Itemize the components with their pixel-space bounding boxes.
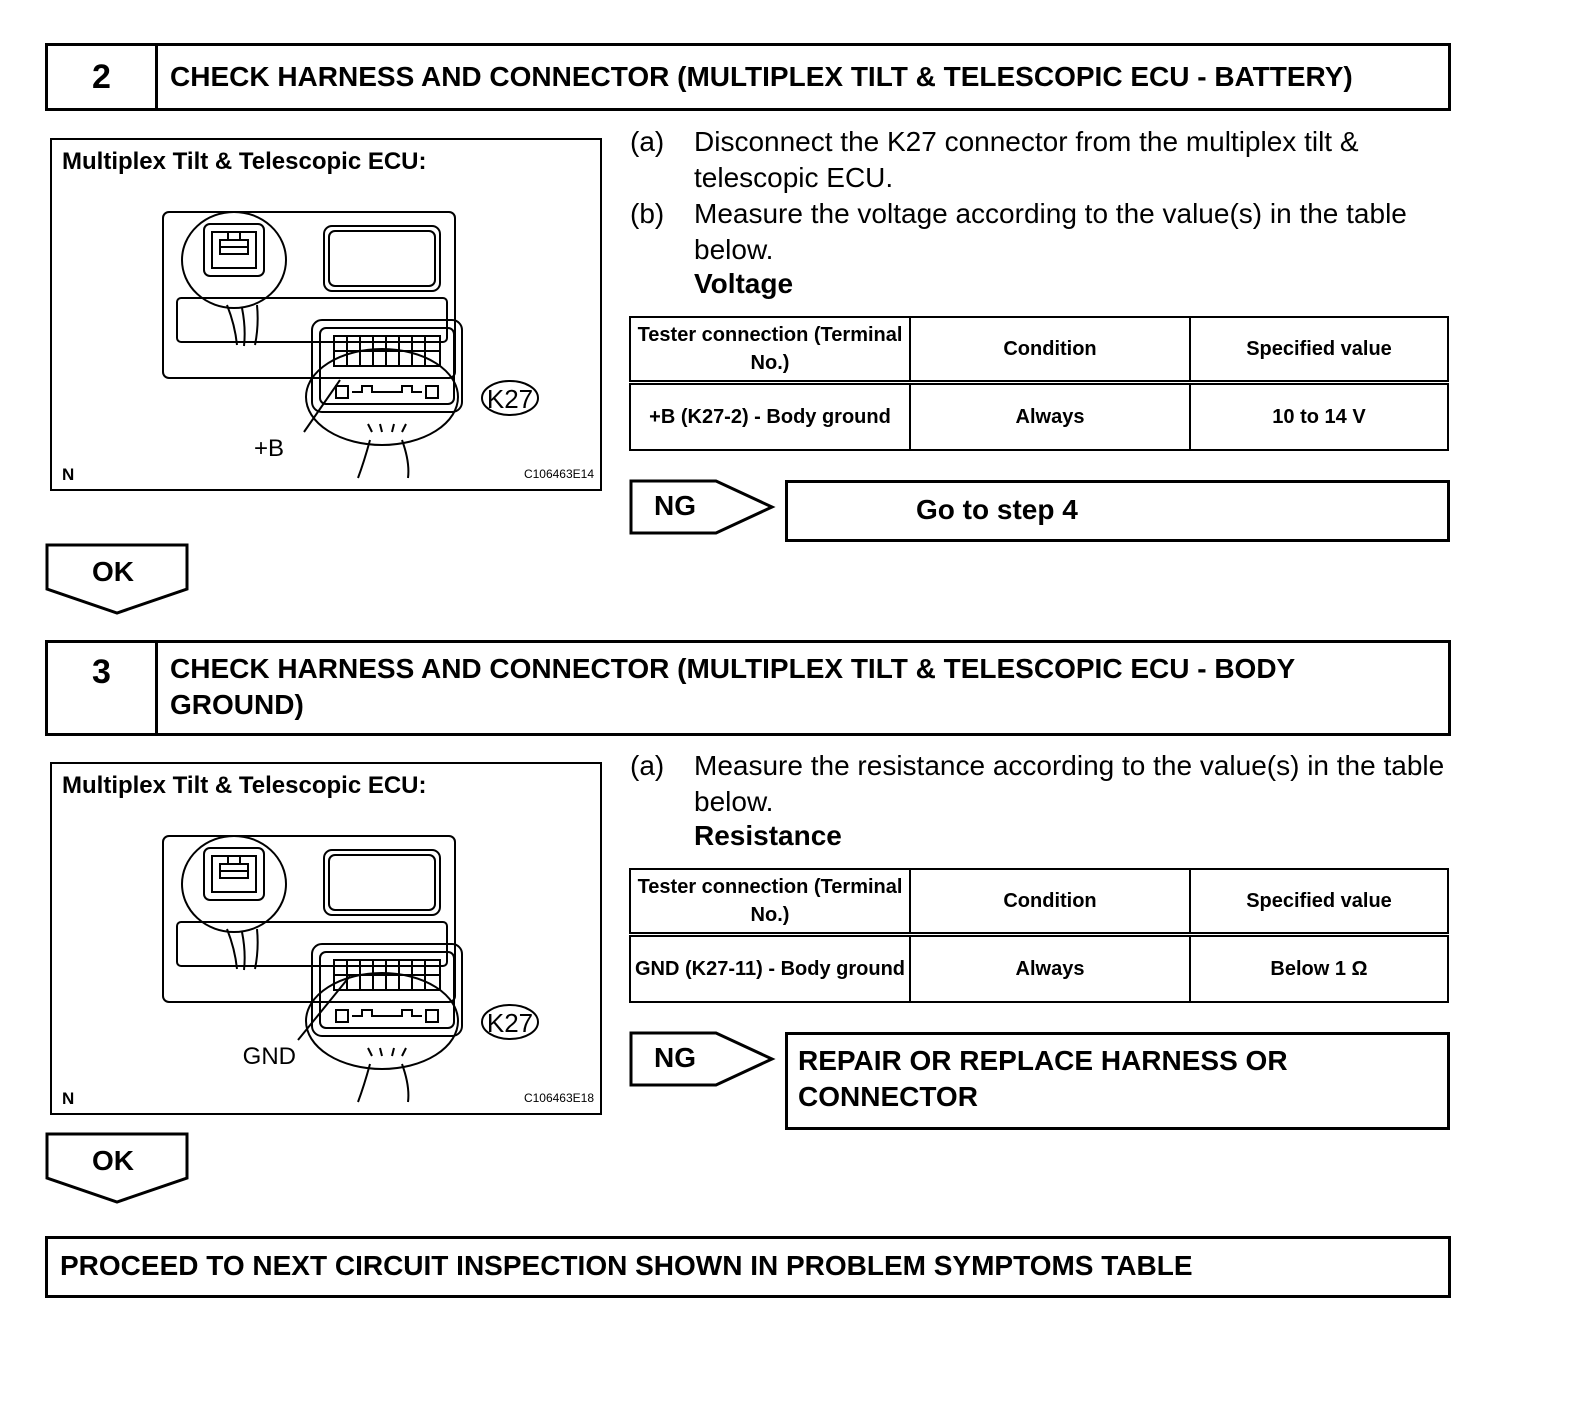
connector-label: K27 — [487, 384, 533, 414]
table-heading: Resistance — [694, 820, 842, 851]
ok-arrow — [45, 1132, 189, 1204]
instruction-text: Disconnect the K27 connector from the mu… — [694, 126, 1359, 193]
instruction: (a) Measure the resistance according to … — [630, 748, 1460, 820]
instruction: (b) Measure the voltage according to the… — [630, 196, 1460, 268]
table-cell: Below 1 Ω — [1189, 933, 1449, 1003]
instruction: (a) Disconnect the K27 connector from th… — [630, 124, 1460, 196]
step-number: 3 — [48, 643, 158, 733]
figure-code: C106463E14 — [523, 467, 594, 481]
column-header: Condition — [909, 316, 1191, 385]
figure-code: C106463E18 — [523, 1091, 594, 1105]
table-cell: Always — [909, 933, 1191, 1003]
ng-result: Go to step 4 — [785, 480, 1450, 542]
step-3-header: 3 CHECK HARNESS AND CONNECTOR (MULTIPLEX… — [45, 640, 1451, 736]
step-2-header: 2 CHECK HARNESS AND CONNECTOR (MULTIPLEX… — [45, 43, 1451, 111]
instruction-label: (a) — [630, 126, 665, 157]
ok-label: OK — [92, 1145, 134, 1176]
terminal-label: GND — [243, 1043, 296, 1070]
ng-arrow — [629, 1031, 776, 1087]
view-indicator: N — [62, 465, 75, 484]
table-cell: GND (K27-11) - Body ground — [629, 933, 911, 1003]
instruction-label: (a) — [630, 750, 665, 781]
ng-result: REPAIR OR REPLACE HARNESS OR CONNECTOR — [785, 1032, 1450, 1130]
column-header: Condition — [909, 868, 1191, 937]
ng-arrow — [629, 479, 776, 535]
step-title: CHECK HARNESS AND CONNECTOR (MULTIPLEX T… — [170, 61, 1353, 92]
column-header: Tester connection (Terminal No.) — [629, 316, 911, 385]
instruction-text: Measure the resistance according to the … — [694, 750, 1445, 817]
voltage-table: Tester connection (Terminal No.) Conditi… — [629, 316, 1449, 451]
resistance-table: Tester connection (Terminal No.) Conditi… — [629, 868, 1449, 1003]
next-step-box: PROCEED TO NEXT CIRCUIT INSPECTION SHOWN… — [45, 1236, 1451, 1298]
ng-label: NG — [654, 490, 696, 521]
ng-label: NG — [654, 1042, 696, 1073]
connector-diagram: K27 GND — [162, 835, 539, 1103]
table-cell: +B (K27-2) - Body ground — [629, 381, 911, 451]
table-heading: Voltage — [694, 268, 794, 299]
figure-title: Multiplex Tilt & Telescopic ECU: — [62, 772, 427, 799]
connector-figure: Multiplex Tilt & Telescopic ECU: K27 GND… — [50, 762, 602, 1115]
column-header: Specified value — [1189, 316, 1449, 385]
connector-label: K27 — [487, 1008, 533, 1038]
ng-result-text: Go to step 4 — [916, 494, 1078, 525]
column-header: Specified value — [1189, 868, 1449, 937]
step-number: 2 — [48, 46, 158, 108]
instruction-label: (b) — [630, 198, 665, 229]
figure-title: Multiplex Tilt & Telescopic ECU: — [62, 148, 427, 175]
connector-diagram: K27 +B — [162, 211, 539, 479]
view-indicator: N — [62, 1089, 75, 1108]
table-cell: 10 to 14 V — [1189, 381, 1449, 451]
connector-figure: Multiplex Tilt & Telescopic ECU: K27 +B … — [50, 138, 602, 491]
step-title: CHECK HARNESS AND CONNECTOR (MULTIPLEX T… — [170, 653, 1295, 720]
instruction-text: Measure the voltage according to the val… — [694, 198, 1407, 265]
column-header: Tester connection (Terminal No.) — [629, 868, 911, 937]
ok-arrow — [45, 543, 189, 615]
table-cell: Always — [909, 381, 1191, 451]
ng-result-text: REPAIR OR REPLACE HARNESS OR CONNECTOR — [798, 1045, 1288, 1112]
terminal-label: +B — [254, 435, 284, 462]
ok-label: OK — [92, 556, 134, 587]
